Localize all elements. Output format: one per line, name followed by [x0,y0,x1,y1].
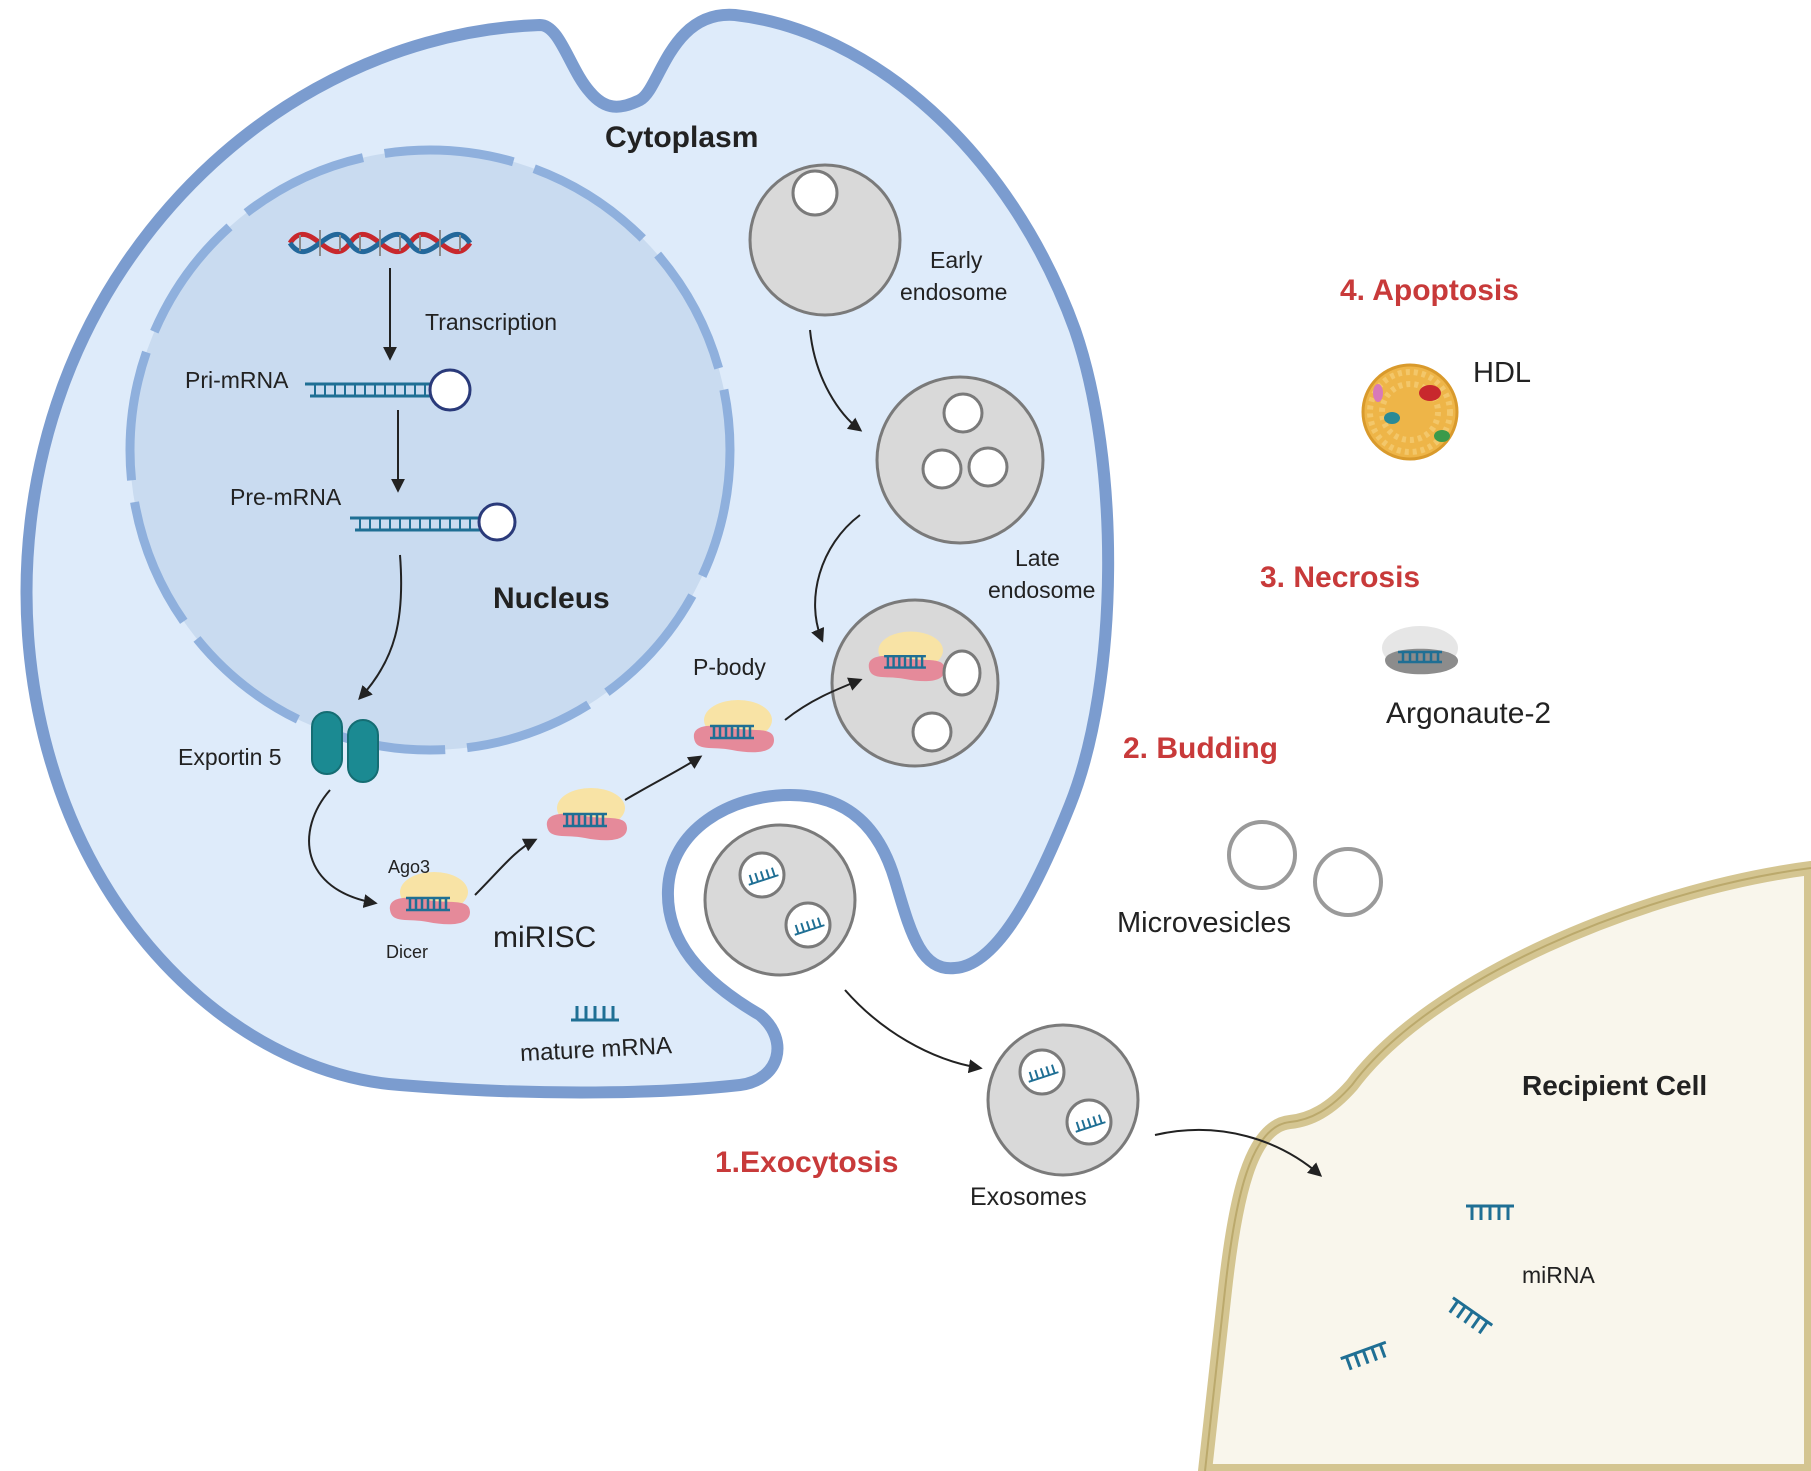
arrow-icon [358,554,403,701]
cytoplasm-label: Cytoplasm [605,121,758,154]
early-endosome-label-1: Early [930,247,983,273]
nucleus-label: Nucleus [493,582,610,615]
dicer-label: Dicer [386,942,428,962]
mirna-label: miRNA [1522,1262,1595,1288]
microvesicle-icon [1227,820,1383,917]
arrow-icon [624,755,703,801]
arrow-icon [784,677,863,721]
budding-label: 2. Budding [1123,732,1278,765]
early-endosome [748,163,902,317]
arrow-icon [474,838,538,896]
dna-icon [287,230,473,256]
ago3-label: Ago3 [388,857,430,877]
arrow-icon [844,989,983,1074]
exosomes-label: Exosomes [970,1183,1087,1211]
nucleus [125,145,735,755]
hdl-particle-icon [1361,363,1459,461]
exportin-label: Exportin 5 [178,744,282,770]
microvesicles-label: Microvesicles [1117,907,1291,939]
recipient-cell [1197,860,1811,1471]
pri-mrna-label: Pri-mRNA [185,367,289,393]
mirna-icon [1464,1204,1516,1222]
pri-mrna-hairpin-icon [305,368,472,412]
pre-mrna-label: Pre-mRNA [230,484,342,510]
arrow-icon [809,329,863,432]
mirisc-label: miRISC [493,921,596,954]
late-endosome [875,375,1045,545]
exosome-release-vesicle [703,823,857,977]
necrosis-label: 3. Necrosis [1260,561,1420,594]
mature-mrna-icon [569,1004,621,1022]
exportin-icon [311,711,379,783]
apoptosis-label: 4. Apoptosis [1340,274,1519,307]
arrow-icon [1154,1128,1323,1177]
early-endosome-label-2: endosome [900,279,1007,305]
argonaute-icon [1382,626,1459,675]
exosomes-vesicle [986,1023,1140,1177]
arrows [308,268,1323,1177]
late-endosome-label-2: endosome [988,577,1095,603]
transcription-label: Transcription [425,309,557,335]
hdl-label: HDL [1473,357,1531,389]
p-body-label: P-body [693,654,766,680]
exocytosis-label: 1.Exocytosis [715,1146,898,1179]
arrow-icon [308,789,378,908]
recipient-cell-label: Recipient Cell [1522,1070,1707,1101]
late-endosome-label-1: Late [1015,545,1060,571]
pre-mrna-hairpin-icon [350,502,517,542]
multivesicular-body [830,598,1000,768]
arrow-icon [811,514,861,643]
argonaute-label: Argonaute-2 [1386,697,1551,730]
